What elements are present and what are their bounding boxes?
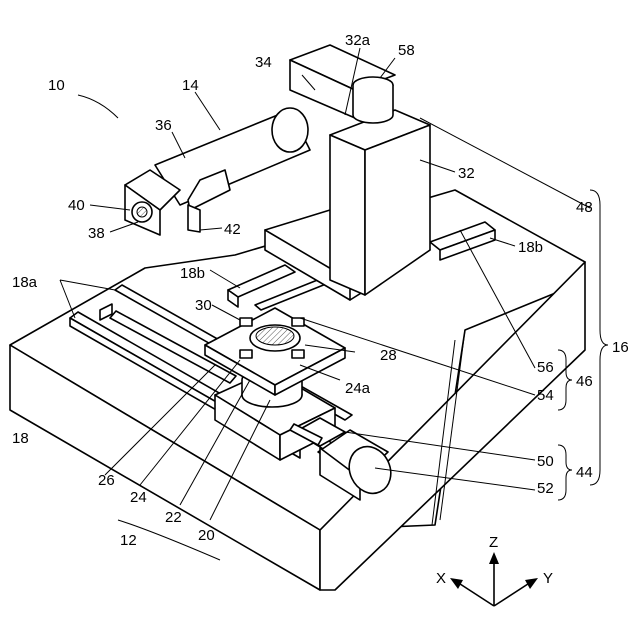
label-18: 18 [12, 430, 29, 447]
label-32: 32 [458, 165, 475, 182]
label-48: 48 [576, 199, 593, 216]
label-56: 56 [537, 359, 554, 376]
label-18b-left: 18b [180, 265, 205, 282]
axis-label-z: Z [489, 534, 498, 551]
label-34: 34 [255, 54, 272, 71]
axis-label-y: Y [543, 570, 553, 587]
z-slide-34 [290, 45, 395, 123]
label-58: 58 [398, 42, 415, 59]
label-36: 36 [155, 117, 172, 134]
label-24a: 24a [345, 380, 371, 397]
label-16: 16 [612, 339, 629, 356]
label-28: 28 [380, 347, 397, 364]
label-18a: 18a [12, 274, 38, 291]
label-46: 46 [576, 373, 593, 390]
label-24: 24 [130, 489, 147, 506]
label-40: 40 [68, 197, 85, 214]
label-44: 44 [576, 464, 593, 481]
label-20: 20 [198, 527, 215, 544]
label-38: 38 [88, 225, 105, 242]
label-26: 26 [98, 472, 115, 489]
label-14: 14 [182, 77, 199, 94]
axis-label-x: X [436, 570, 446, 587]
spindle-36 [155, 108, 310, 232]
label-42: 42 [224, 221, 241, 238]
label-54: 54 [537, 387, 554, 404]
label-50: 50 [537, 453, 554, 470]
axis-triad: Z X Y [436, 534, 553, 606]
label-30: 30 [195, 297, 212, 314]
label-12: 12 [120, 532, 137, 549]
label-10: 10 [48, 77, 65, 94]
label-18b-right: 18b [518, 239, 543, 256]
label-32a: 32a [345, 32, 371, 49]
label-22: 22 [165, 509, 182, 526]
label-52: 52 [537, 480, 554, 497]
